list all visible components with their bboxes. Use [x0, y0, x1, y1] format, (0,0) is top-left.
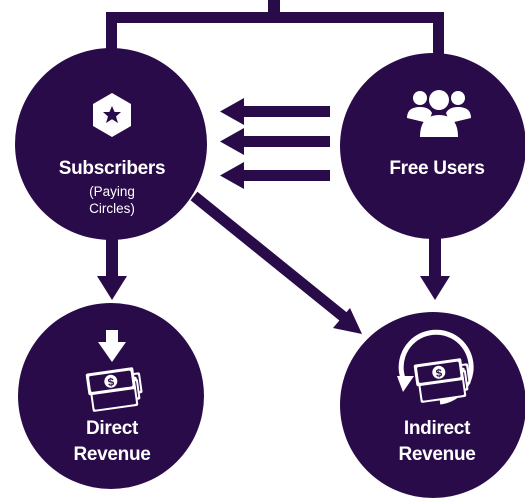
direct-revenue-title-line2: Revenue: [73, 444, 151, 465]
users-group-icon: [407, 90, 471, 137]
free-users-node: [340, 53, 525, 239]
free-to-subscribers-arrows: [220, 98, 330, 189]
subscribers-to-indirect-revenue-arrow: [190, 191, 362, 334]
indirect-revenue-title-line2: Revenue: [398, 444, 476, 465]
free-users-to-indirect-revenue-arrow: [420, 232, 450, 300]
subscribers-to-direct-revenue-arrow: [97, 230, 127, 300]
top-bracket-connector: [106, 0, 444, 72]
subscribers-subtitle-line1: (Paying: [89, 184, 135, 199]
subscribers-title: Subscribers: [58, 158, 166, 179]
indirect-revenue-node: [340, 312, 525, 498]
subscribers-node: [15, 48, 207, 240]
free-users-title: Free Users: [389, 158, 485, 179]
money-cycle-icon: [397, 329, 474, 405]
subscribers-subtitle-line2: Circles): [89, 201, 135, 216]
star-hexagon-icon: [93, 93, 131, 137]
indirect-revenue-title-line1: Indirect: [403, 418, 471, 439]
money-down-arrow-icon: [85, 330, 145, 413]
direct-revenue-title-line1: Direct: [85, 418, 139, 439]
